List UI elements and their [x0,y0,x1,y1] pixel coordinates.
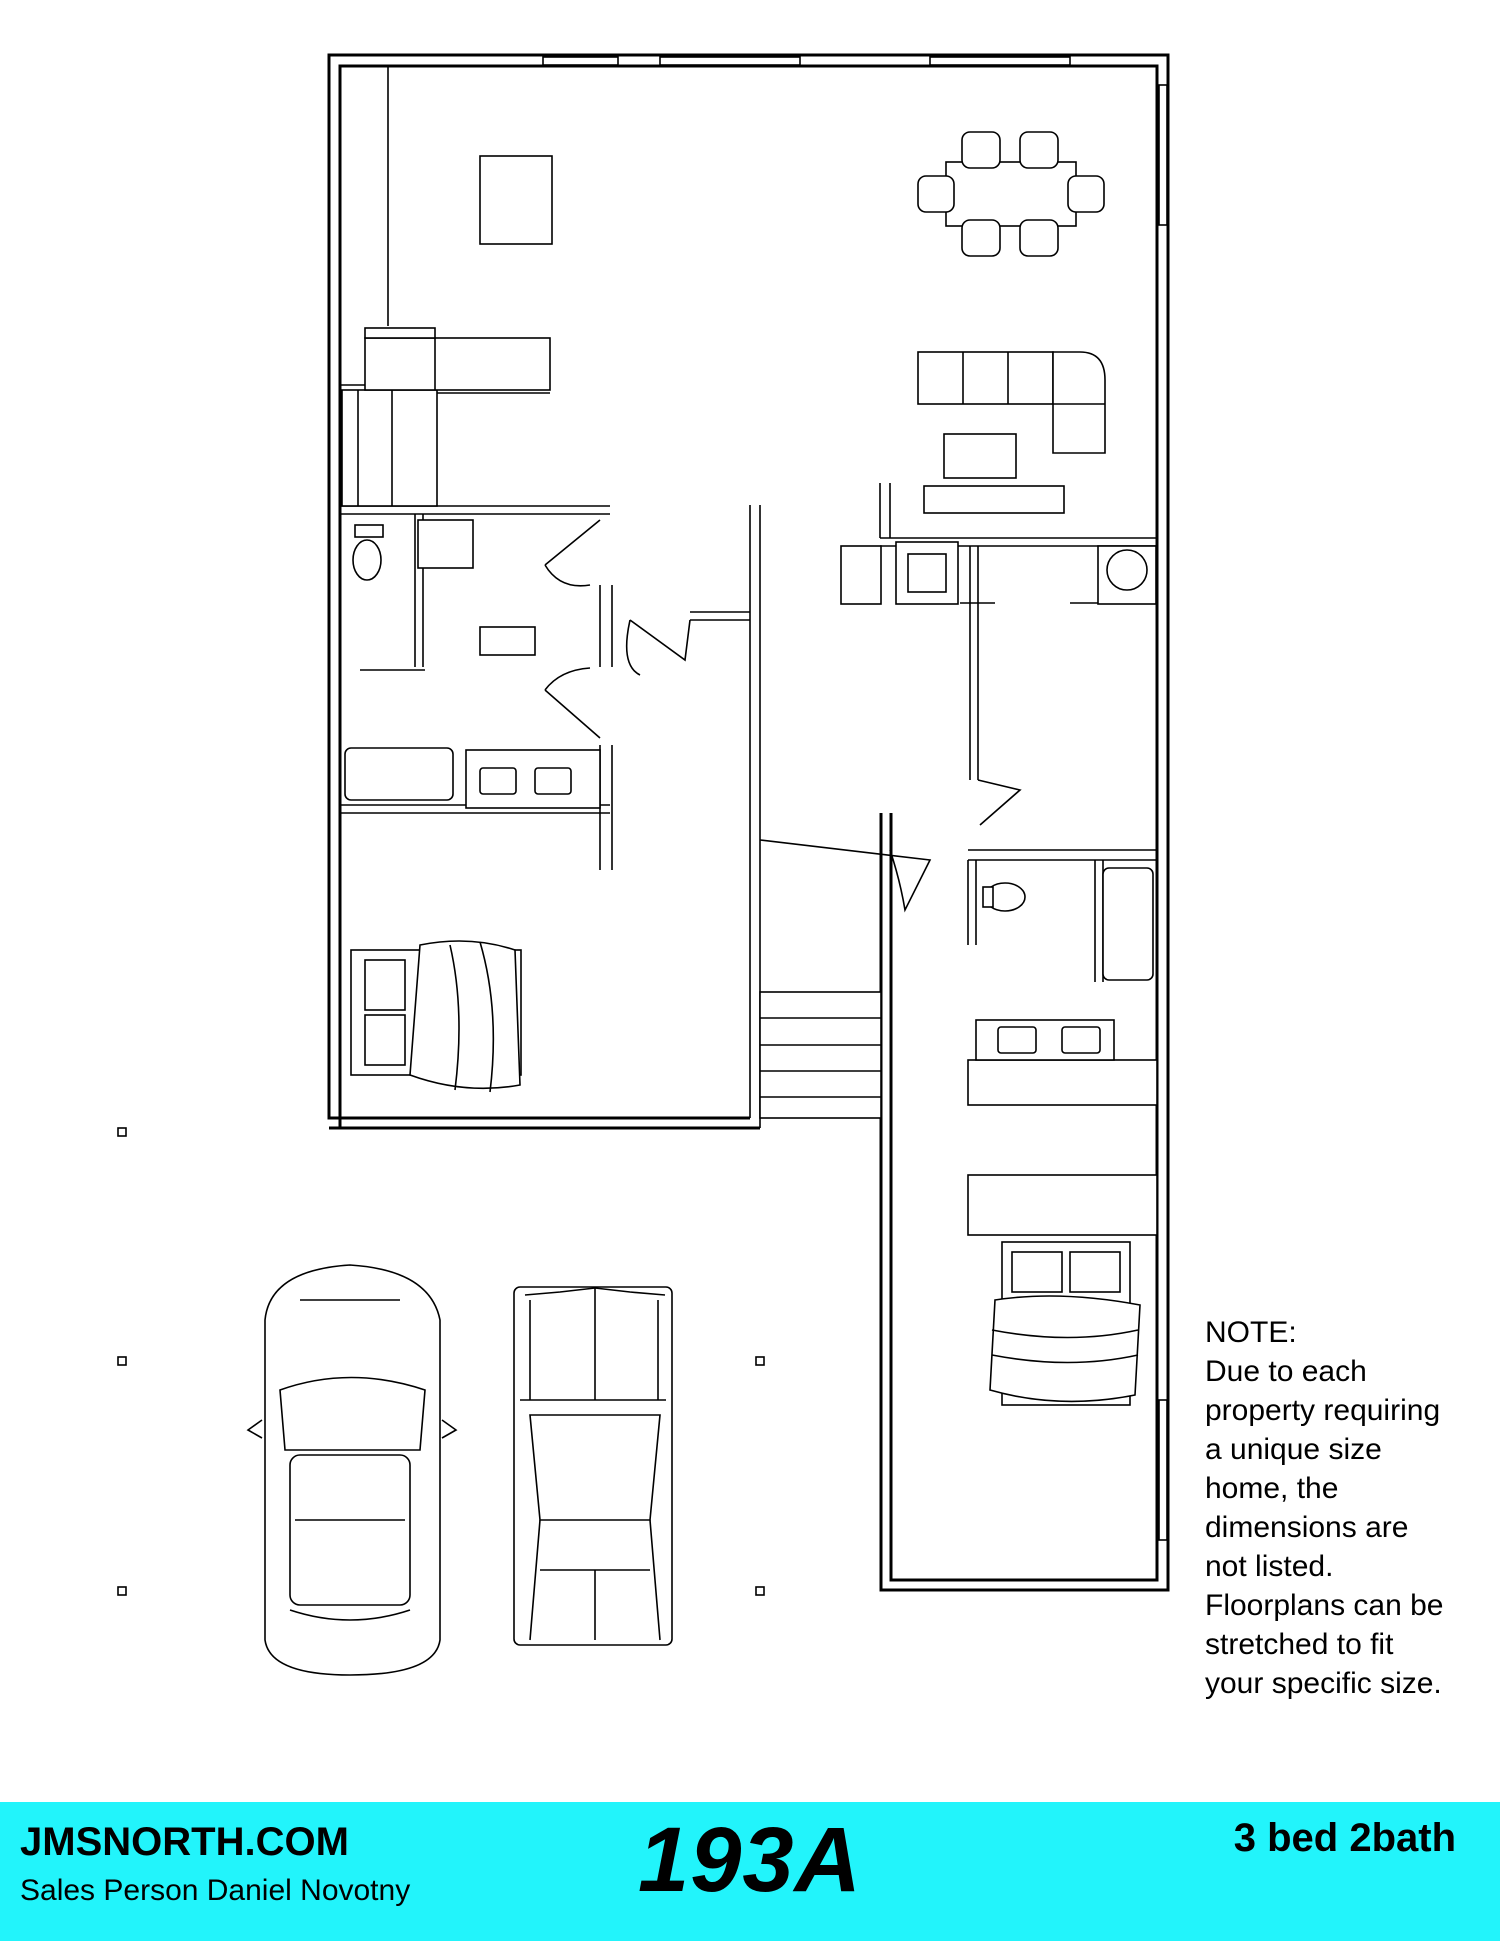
truck-icon [513,1286,673,1646]
bed-bath-count: 3 bed 2bath [1233,1816,1456,1860]
footer-banner: JMSNORTH.COM Sales Person Daniel Novotny… [0,1802,1500,1941]
exterior-walls [327,53,1170,1592]
model-number: 193A [638,1809,862,1911]
bath-1 [344,519,601,809]
doors [544,519,1022,913]
dining-table-icon [917,131,1105,257]
note-line: Due to each [1205,1355,1367,1388]
note-line: dimensions are [1205,1511,1409,1544]
note-line: a unique size [1205,1433,1382,1466]
kitchen-island-icon [364,155,553,391]
sectional-sofa-icon [917,351,1106,514]
floor-plan [117,53,1170,1676]
note-heading: NOTE: [1205,1316,1297,1349]
laundry [840,541,1157,605]
bed-icon [350,940,522,1093]
sales-person: Sales Person Daniel Novotny [20,1874,411,1907]
bath-2 [975,867,1154,1061]
note-line: Floorplans can be [1205,1589,1444,1622]
garage-posts [117,1127,765,1596]
windows [542,56,1168,1541]
stairs-icon [341,389,882,1119]
note-line: home, the [1205,1472,1339,1505]
car-icon [246,1264,458,1676]
website-link[interactable]: JMSNORTH.COM [20,1820,349,1864]
note-line: not listed. [1205,1550,1334,1583]
note-line: your specific size. [1205,1667,1442,1700]
note-line: stretched to fit [1205,1628,1394,1661]
note-line: property requiring [1205,1394,1441,1427]
dimensions-note: NOTE: Due to each property requiring a u… [1205,1313,1490,1703]
bed-icon [989,1241,1141,1406]
